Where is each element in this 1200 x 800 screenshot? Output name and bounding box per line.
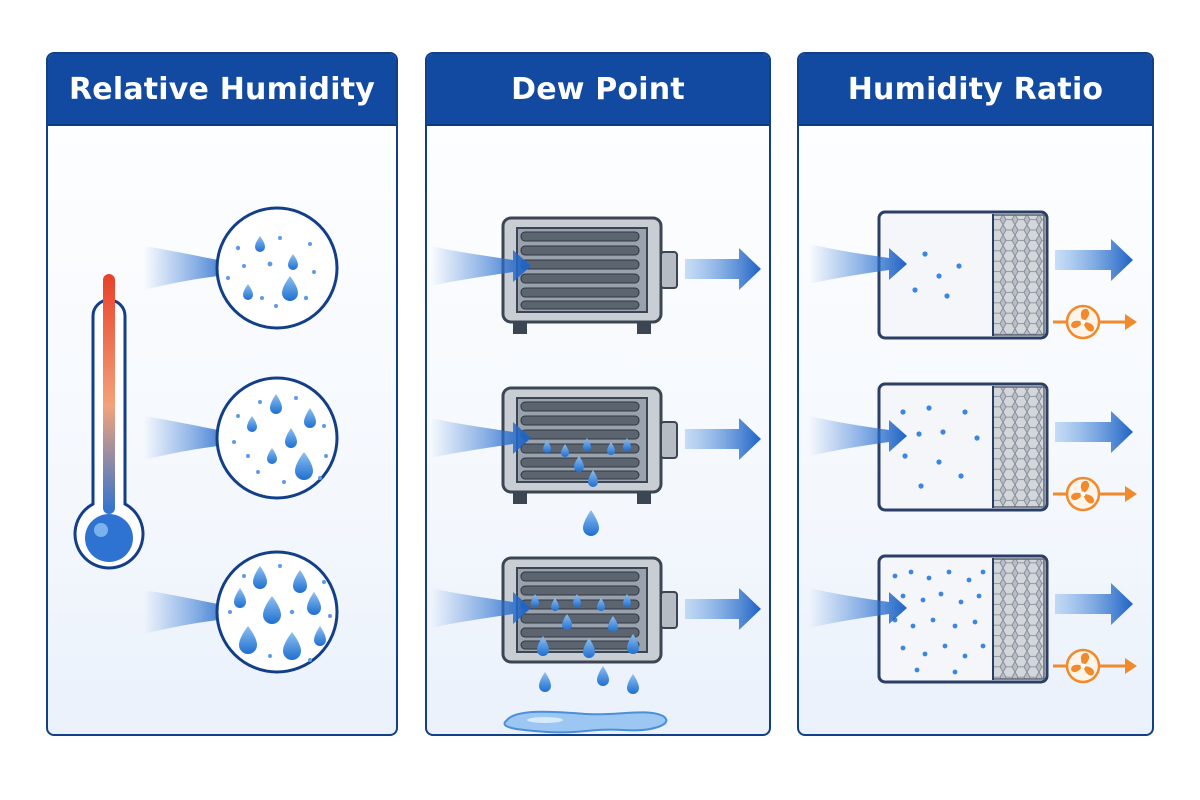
water-droplet-icon <box>247 394 316 480</box>
vapor-circle-medium <box>215 376 339 500</box>
air-flow-icon <box>1055 583 1133 625</box>
panel-relative-humidity: Relative Humidity <box>46 52 398 736</box>
desiccant-filter-icon <box>877 554 1049 684</box>
air-flow-icon <box>431 588 531 628</box>
panel-header: Humidity Ratio <box>799 54 1152 126</box>
thermometer-icon <box>73 274 145 570</box>
air-flow-icon <box>685 248 761 290</box>
vapor-circle-low <box>215 206 339 330</box>
panel-title: Dew Point <box>511 71 685 107</box>
desiccant-filter-icon <box>877 382 1049 512</box>
vapor-circle-high <box>215 550 339 674</box>
air-flow-icon <box>431 418 531 458</box>
panel-header: Dew Point <box>427 54 769 126</box>
air-flow-icon <box>809 416 907 456</box>
water-droplet-icon <box>531 594 639 694</box>
desiccant-filter-icon <box>877 210 1049 340</box>
air-flow-icon <box>685 588 761 630</box>
fan-icon <box>1053 304 1137 340</box>
panel-body <box>799 126 1152 734</box>
air-flow-icon <box>1055 411 1133 453</box>
air-flow-icon <box>144 590 238 634</box>
air-flow-icon <box>685 418 761 460</box>
air-flow-icon <box>809 588 907 628</box>
water-puddle <box>503 710 668 734</box>
air-flow-icon <box>1055 239 1133 281</box>
air-flow-icon <box>431 246 531 286</box>
panel-dew-point: Dew Point <box>425 52 771 736</box>
air-flow-icon <box>809 244 907 284</box>
cooling-coil-icon <box>501 216 678 334</box>
panel-title: Relative Humidity <box>68 71 375 107</box>
fan-icon <box>1053 476 1137 512</box>
panel-header: Relative Humidity <box>48 54 396 126</box>
panel-title: Humidity Ratio <box>847 71 1104 107</box>
fan-icon <box>1053 648 1137 684</box>
air-flow-icon <box>144 246 238 290</box>
panel-humidity-ratio: Humidity Ratio <box>797 52 1154 736</box>
water-droplet-icon <box>243 236 298 301</box>
air-flow-icon <box>144 416 238 460</box>
panel-body <box>48 126 396 734</box>
water-droplet-icon <box>543 438 631 536</box>
panel-body <box>427 126 769 734</box>
water-droplet-icon <box>234 566 326 660</box>
